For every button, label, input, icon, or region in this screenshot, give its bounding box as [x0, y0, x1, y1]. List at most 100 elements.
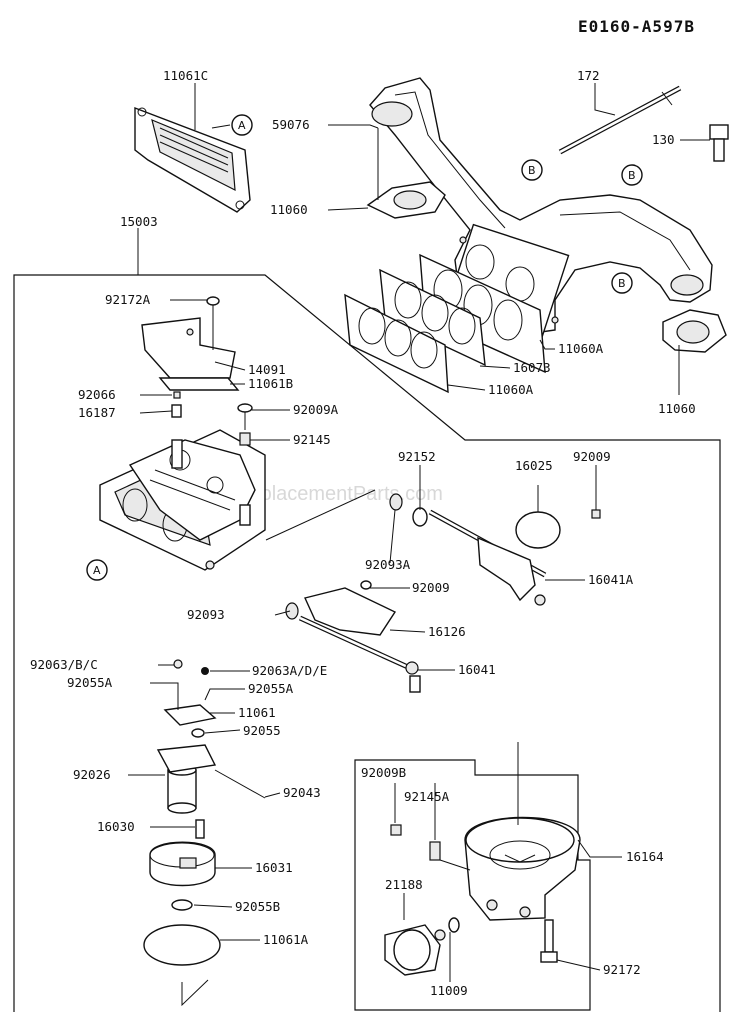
svg-text:B: B [528, 164, 536, 177]
label-92063bc: 92063/B/C [30, 657, 98, 672]
pin-92066 [173, 391, 181, 399]
spring-92145a [429, 841, 441, 861]
cover-14091 [141, 317, 236, 379]
callout-a-left: A [86, 559, 108, 581]
label-21188: 21188 [385, 877, 423, 892]
callout-b-1: B [521, 159, 543, 181]
screw-92172a [206, 296, 220, 350]
label-92066: 92066 [78, 387, 116, 402]
label-11060a-left: 11060A [488, 382, 534, 397]
label-11060-right: 11060 [658, 401, 696, 416]
label-92093a: 92093A [365, 557, 411, 572]
label-11060-top: 11060 [270, 202, 308, 217]
guide-line-bottom [181, 979, 209, 1007]
jet-16030 [195, 819, 205, 839]
label-92055a-left: 92055A [67, 675, 113, 690]
label-16073: 16073 [513, 360, 551, 375]
spacer-16073 [419, 253, 546, 374]
shaft-16041 [298, 615, 421, 693]
gasket-11061 [163, 704, 217, 726]
label-92009a: 92009A [293, 402, 339, 417]
label-59076: 59076 [272, 117, 310, 132]
needle-92043 [214, 769, 266, 799]
plate-16025 [515, 511, 561, 549]
label-16030: 16030 [97, 819, 135, 834]
label-16126: 16126 [428, 624, 466, 639]
washer-11009 [448, 917, 460, 933]
label-92055a-right: 92055A [248, 681, 294, 696]
label-92009-mid: 92009 [412, 580, 450, 595]
solenoid-21188 [384, 924, 446, 976]
label-92172: 92172 [603, 962, 641, 977]
jet-16187 [171, 404, 182, 418]
label-130: 130 [652, 132, 675, 147]
label-11009: 11009 [430, 983, 468, 998]
gasket-11061b [158, 377, 240, 391]
label-92145a: 92145A [404, 789, 450, 804]
oring-92055b [171, 899, 193, 911]
label-11061c: 11061C [163, 68, 208, 83]
label-172: 172 [577, 68, 600, 83]
gasket-11060-lower [662, 309, 727, 353]
label-92152: 92152 [398, 449, 436, 464]
float-chamber-92026 [156, 744, 217, 814]
leader-lines [128, 83, 710, 982]
label-11061a: 11061A [263, 932, 309, 947]
label-92009b: 92009B [361, 765, 406, 780]
screw-92009a [237, 403, 253, 430]
svg-text:B: B [628, 169, 636, 182]
svg-text:A: A [93, 564, 101, 577]
washer-92152 [412, 507, 428, 527]
callout-b-2: B [621, 164, 643, 186]
gasket-11060-upper [366, 181, 446, 219]
label-16164: 16164 [626, 849, 664, 864]
stud-172 [558, 85, 682, 155]
part-labels: 11061C 59076 11060 172 130 15003 92172A … [30, 68, 696, 998]
callout-a-top: A [231, 114, 253, 136]
shaft-16041a [428, 509, 547, 606]
screw-92009-mid [360, 580, 372, 590]
label-16187: 16187 [78, 405, 116, 420]
bolt-130 [709, 124, 729, 162]
carburetor-group-bracket [13, 274, 721, 1012]
label-92009-right: 92009 [573, 449, 611, 464]
bolt-92172 [540, 919, 558, 963]
label-92043: 92043 [283, 785, 321, 800]
diagram-code: E0160-A597B [578, 17, 695, 36]
label-15003: 15003 [120, 214, 158, 229]
oring-92055 [191, 728, 205, 738]
label-92145: 92145 [293, 432, 331, 447]
float-16031 [149, 841, 216, 887]
label-16041: 16041 [458, 662, 496, 677]
label-11061: 11061 [238, 705, 276, 720]
label-11060a-right: 11060A [558, 341, 604, 356]
spring-92145 [239, 432, 251, 446]
label-11061b: 11061B [248, 376, 293, 391]
carburetor-body [99, 429, 266, 571]
gasket-11061a [143, 924, 221, 966]
lever-16126 [304, 587, 397, 636]
screw-92063ade [201, 667, 209, 675]
svg-text:B: B [618, 277, 626, 290]
watermark: ReplacementParts.com [235, 483, 443, 505]
label-16031: 16031 [255, 860, 293, 875]
gasket-11060a-lower [344, 293, 449, 394]
label-16025: 16025 [515, 458, 553, 473]
label-92063ade: 92063A/D/E [252, 663, 327, 678]
housing-16164 [464, 816, 581, 921]
svg-text:A: A [238, 119, 246, 132]
label-14091: 14091 [248, 362, 286, 377]
label-16041a: 16041A [588, 572, 634, 587]
gasket-11061c [134, 106, 251, 213]
solenoid-group-box [354, 759, 591, 1011]
label-92093: 92093 [187, 607, 225, 622]
label-92172a: 92172A [105, 292, 151, 307]
seal-92093 [285, 602, 299, 620]
screw-92009b [390, 824, 402, 836]
callout-b-3: B [611, 272, 633, 294]
gasket-11060a-upper [379, 268, 486, 367]
label-92055b: 92055B [235, 899, 280, 914]
screw-92009-right [591, 509, 601, 519]
seal-92093a [389, 493, 403, 511]
